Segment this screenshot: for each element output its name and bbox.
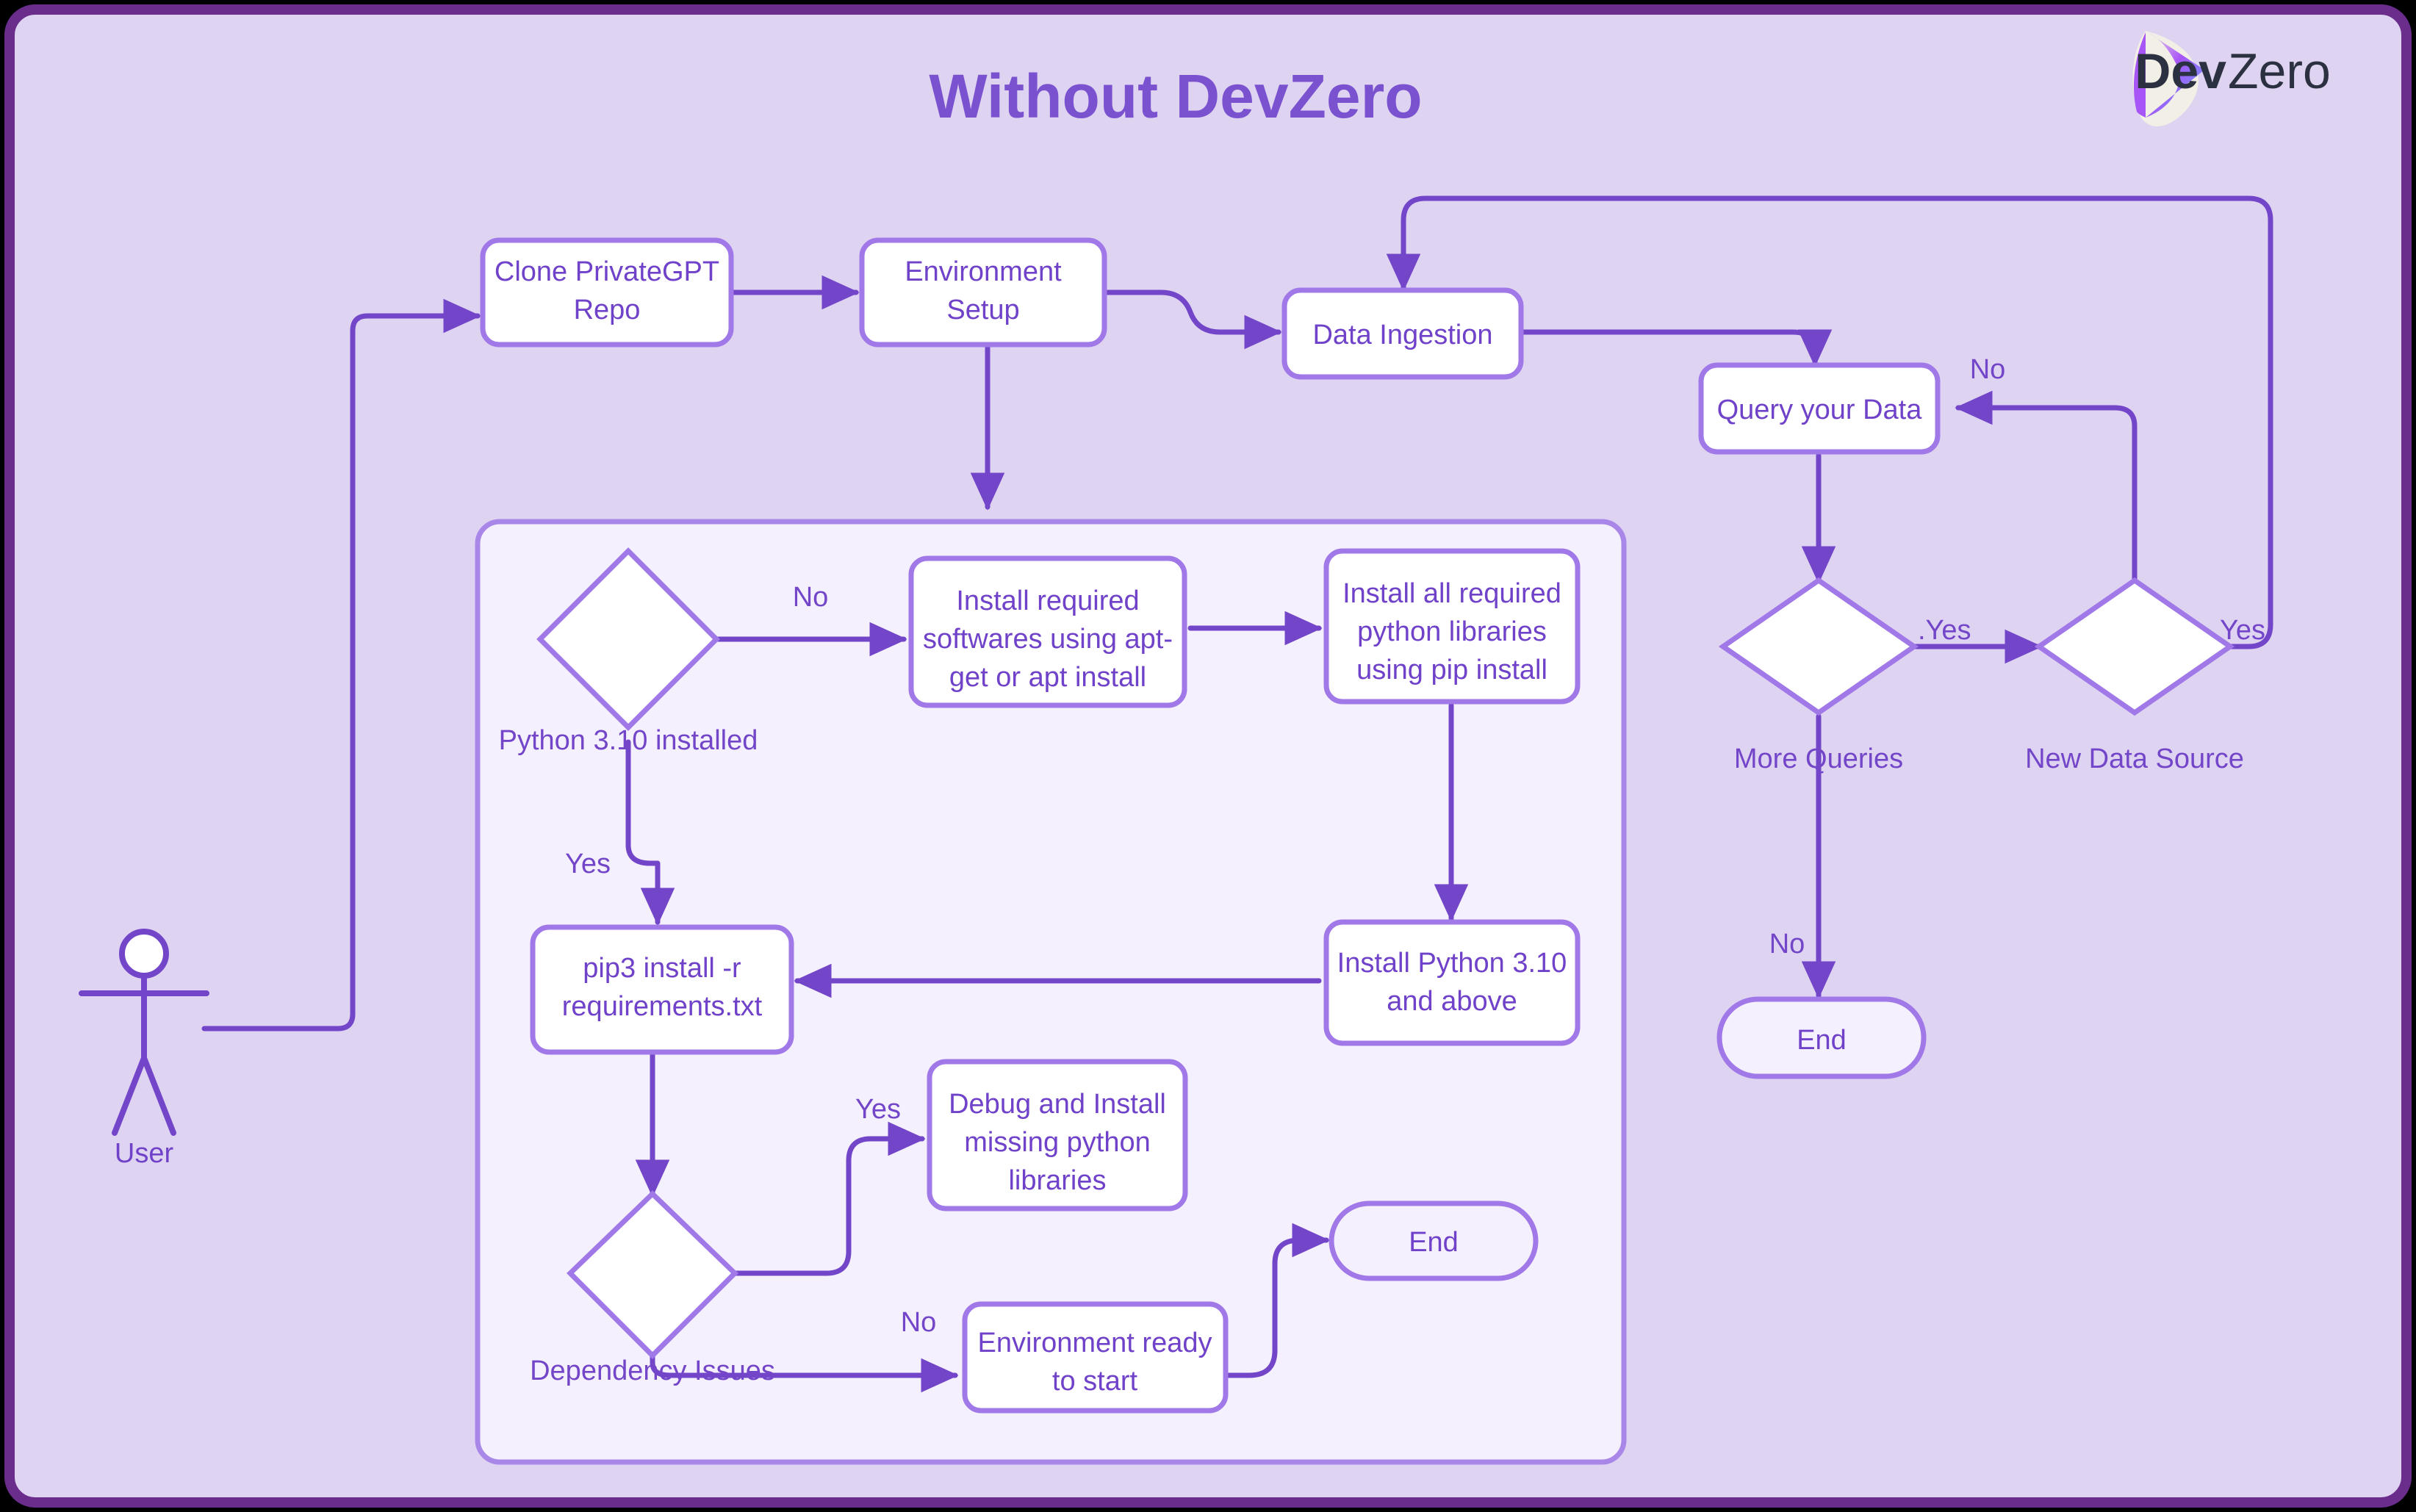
edge-python310-yes-to-pip3	[625, 739, 675, 926]
install-softwares-line-1: Install required	[956, 586, 1139, 616]
environment-ready-line-1: Environment ready	[978, 1328, 1212, 1358]
install-softwares-line-3: get or apt install	[949, 662, 1146, 693]
dependency-issues-label: Dependency Issues	[530, 1356, 775, 1386]
edge-label-dependency-yes: Yes	[855, 1094, 901, 1125]
logo-text-zero: Zero	[2228, 43, 2331, 99]
node-query-your-data[interactable]: Query your Data	[1698, 362, 1941, 455]
data-ingestion-label: Data Ingestion	[1312, 320, 1492, 350]
user-leg-left	[112, 1055, 147, 1136]
node-install-python310[interactable]: Install Python 3.10 and above	[1323, 919, 1581, 1046]
pip3-install-line-1: pip3 install -r	[583, 953, 741, 984]
user-leg-right	[141, 1055, 176, 1136]
debug-install-line-1: Debug and Install	[949, 1089, 1166, 1120]
install-python310-line-1: Install Python 3.10	[1337, 948, 1567, 979]
decision-more-queries[interactable]: More Queries	[1718, 577, 1919, 774]
end-bottom-label: End	[1409, 1227, 1459, 1258]
query-your-data-label: Query your Data	[1717, 395, 1923, 425]
edge-ingest-to-query	[1518, 329, 1833, 367]
edge-newsource-no-to-query	[1955, 390, 2138, 583]
decision-python310-installed[interactable]: Python 3.10 installed	[499, 547, 758, 756]
edge-label-python310-yes: Yes	[565, 849, 611, 879]
edge-depissues-no-to-envready	[650, 1350, 959, 1393]
brand-logo: Dev Zero	[2132, 31, 2331, 127]
clone-repo-line-2: Repo	[574, 295, 641, 325]
environment-setup-line-2: Setup	[946, 295, 1019, 325]
node-end-right[interactable]: End	[1716, 996, 1927, 1079]
user-head-icon	[119, 929, 169, 979]
page-title: Without DevZero	[929, 62, 1422, 131]
debug-install-line-2: missing python	[964, 1127, 1150, 1158]
decision-new-data-source[interactable]: New Data Source	[2025, 577, 2244, 774]
node-pip3-install[interactable]: pip3 install -r requirements.txt	[530, 924, 794, 1055]
edge-envready-to-endbottom	[1226, 1223, 1330, 1378]
more-queries-label: More Queries	[1734, 744, 1903, 774]
node-data-ingestion[interactable]: Data Ingestion	[1281, 287, 1524, 380]
node-environment-setup[interactable]: Environment Setup	[859, 237, 1107, 348]
install-python-libraries-line-2: python libraries	[1357, 616, 1547, 647]
pip3-install-line-2: requirements.txt	[562, 991, 763, 1022]
edge-label-new-source-no: No	[1970, 354, 2006, 385]
edge-label-new-source-yes: Yes	[2220, 615, 2265, 646]
environment-ready-line-2: to start	[1052, 1366, 1138, 1397]
edge-user-to-clone	[201, 298, 481, 1032]
clone-repo-line-1: Clone PrivateGPT	[495, 256, 719, 287]
edge-envsetup-to-ingest	[1103, 289, 1282, 350]
decision-dependency-issues[interactable]: Dependency Issues	[530, 1190, 775, 1386]
install-softwares-line-2: softwares using apt-	[923, 624, 1173, 655]
devzero-leaf-icon	[2132, 31, 2204, 127]
edge-label-dependency-no: No	[901, 1307, 937, 1338]
node-install-python-libraries[interactable]: Install all required python libraries us…	[1323, 548, 1581, 705]
edge-label-more-queries-no: No	[1769, 929, 1805, 960]
actor-user[interactable]: User	[79, 929, 209, 1169]
node-clone-repo[interactable]: Clone PrivateGPT Repo	[480, 237, 734, 348]
edge-depissues-yes-to-debug	[732, 1121, 926, 1276]
install-python-libraries-line-3: using pip install	[1356, 655, 1547, 685]
logo-text-dev: Dev	[2135, 43, 2226, 99]
install-python-libraries-line-1: Install all required	[1342, 578, 1561, 609]
python310-installed-label: Python 3.10 installed	[499, 725, 758, 756]
environment-setup-line-1: Environment	[905, 256, 1062, 287]
node-environment-ready[interactable]: Environment ready to start	[962, 1301, 1229, 1414]
edge-newsource-yes-to-ingest	[1386, 195, 2273, 649]
install-python310-line-2: and above	[1387, 986, 1517, 1017]
node-debug-install[interactable]: Debug and Install missing python librari…	[927, 1059, 1188, 1212]
new-data-source-label: New Data Source	[2025, 744, 2244, 774]
node-install-softwares[interactable]: Install required softwares using apt- ge…	[908, 555, 1187, 708]
edge-label-more-queries-yes: .Yes	[1918, 615, 1971, 646]
end-right-label: End	[1797, 1025, 1847, 1056]
debug-install-line-3: libraries	[1008, 1165, 1106, 1196]
user-label: User	[115, 1138, 174, 1169]
edge-label-python310-no: No	[793, 582, 829, 613]
node-end-bottom[interactable]: End	[1329, 1200, 1539, 1281]
